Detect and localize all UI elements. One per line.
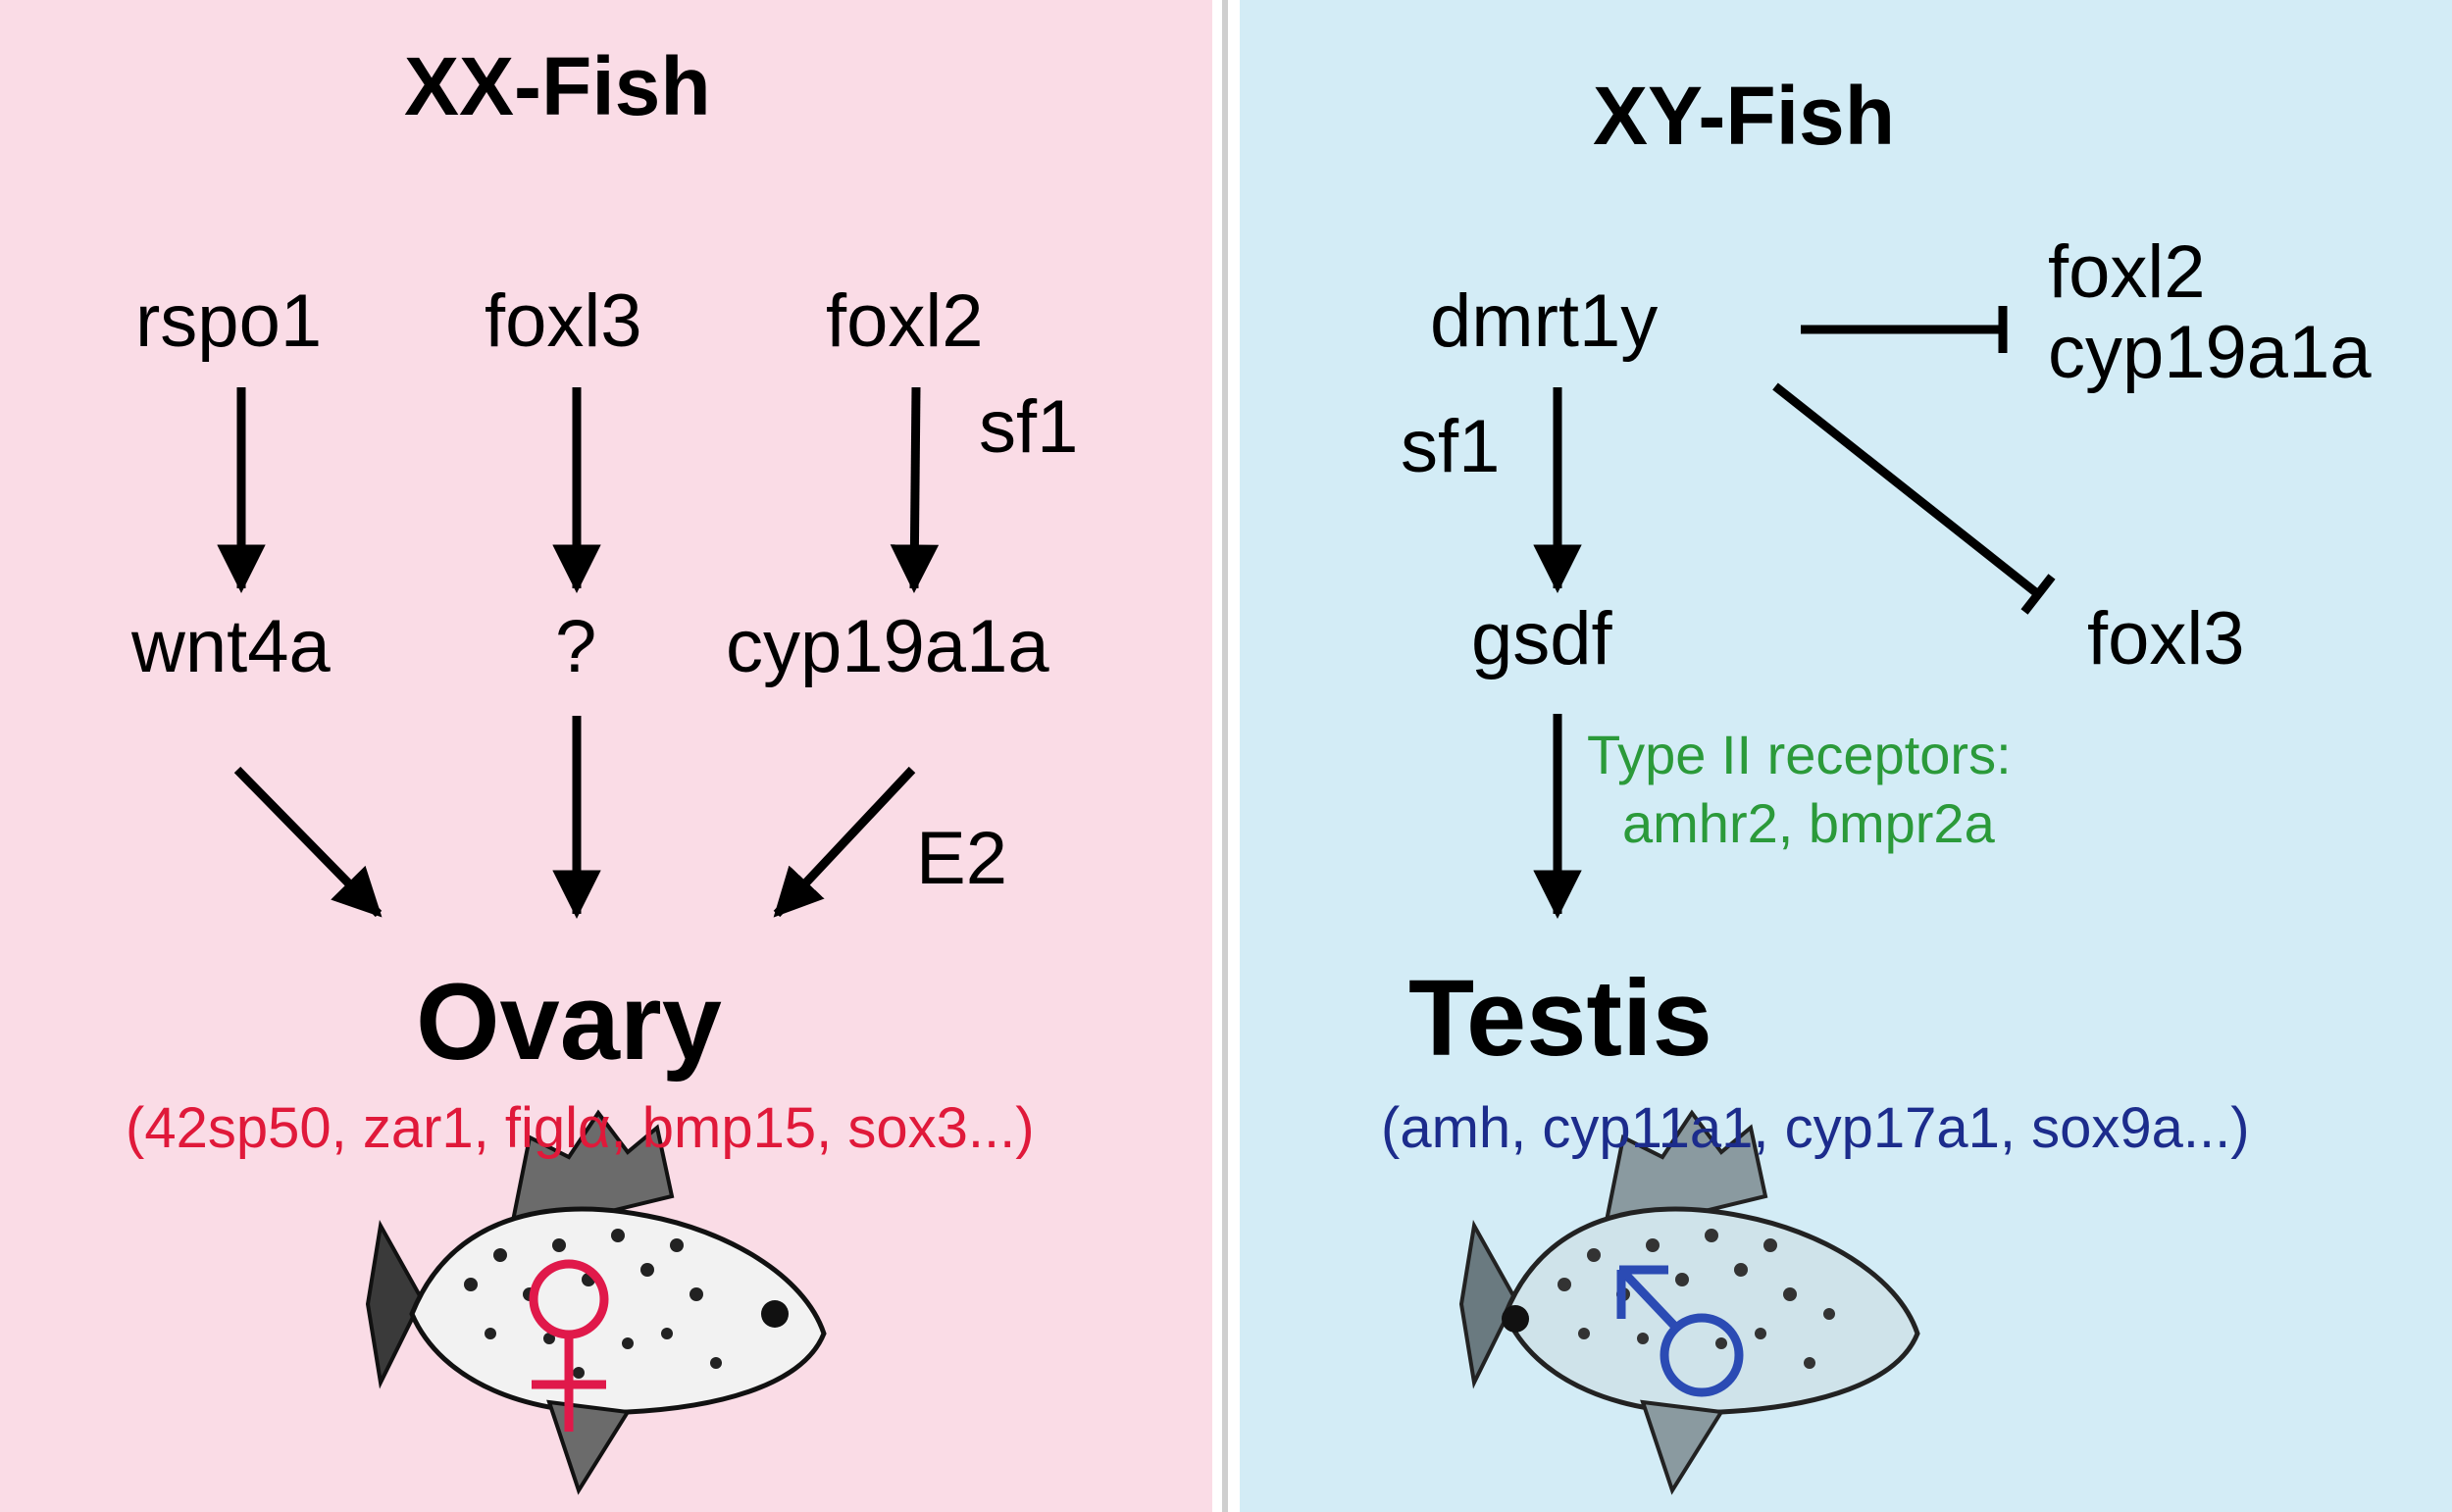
hormone-e2: E2 (916, 817, 1007, 900)
gene-wnt4a: wnt4a (131, 605, 331, 688)
organ-testis: Testis (1408, 958, 1712, 1079)
arrow-cyp19a1a-ovary (773, 766, 916, 918)
female-fish-illustration (365, 1109, 827, 1495)
receptor-genes: amhr2, bmpr2a (1622, 792, 1995, 854)
testis-markers: (amh, cyp11a1, cyp17a1, sox9a...) (1381, 1096, 2250, 1160)
repressed-foxl3: foxl3 (2087, 597, 2245, 680)
gene-dmrt1y: dmrt1y (1430, 279, 1659, 363)
inhibit-foxl3-bar (2020, 574, 2056, 615)
cofactor-sf1: sf1 (979, 385, 1079, 469)
arrow-wnt4a-ovary (233, 766, 383, 918)
xx-fish-title: XX-Fish (404, 40, 711, 132)
organ-ovary: Ovary (416, 962, 722, 1083)
male-fish-illustration (1458, 1109, 1920, 1495)
male-symbol (1660, 1313, 1744, 1397)
arrow-foxl2-cyp19a1a (890, 386, 940, 593)
panel-divider (1222, 0, 1228, 1512)
inhibit-foxl3 (1772, 382, 2041, 598)
receptor-label: Type II receptors: (1587, 724, 2012, 785)
repressed-cyp19a1a: cyp19a1a (2048, 311, 2372, 394)
gene-foxl2: foxl2 (826, 279, 984, 363)
gene-rspo1: rspo1 (135, 279, 323, 363)
gene-foxl3: foxl3 (485, 279, 642, 363)
gene-unknown: ? (555, 605, 597, 688)
gene-cyp19a1a: cyp19a1a (726, 605, 1049, 688)
cofactor-sf1-right: sf1 (1401, 405, 1501, 488)
repressed-foxl2: foxl2 (2048, 230, 2206, 314)
gene-gsdf: gsdf (1471, 597, 1612, 680)
xy-fish-title: XY-Fish (1593, 70, 1896, 162)
ovary-markers: (42sp50, zar1, figlα, bmp15, sox3...) (126, 1096, 1035, 1160)
